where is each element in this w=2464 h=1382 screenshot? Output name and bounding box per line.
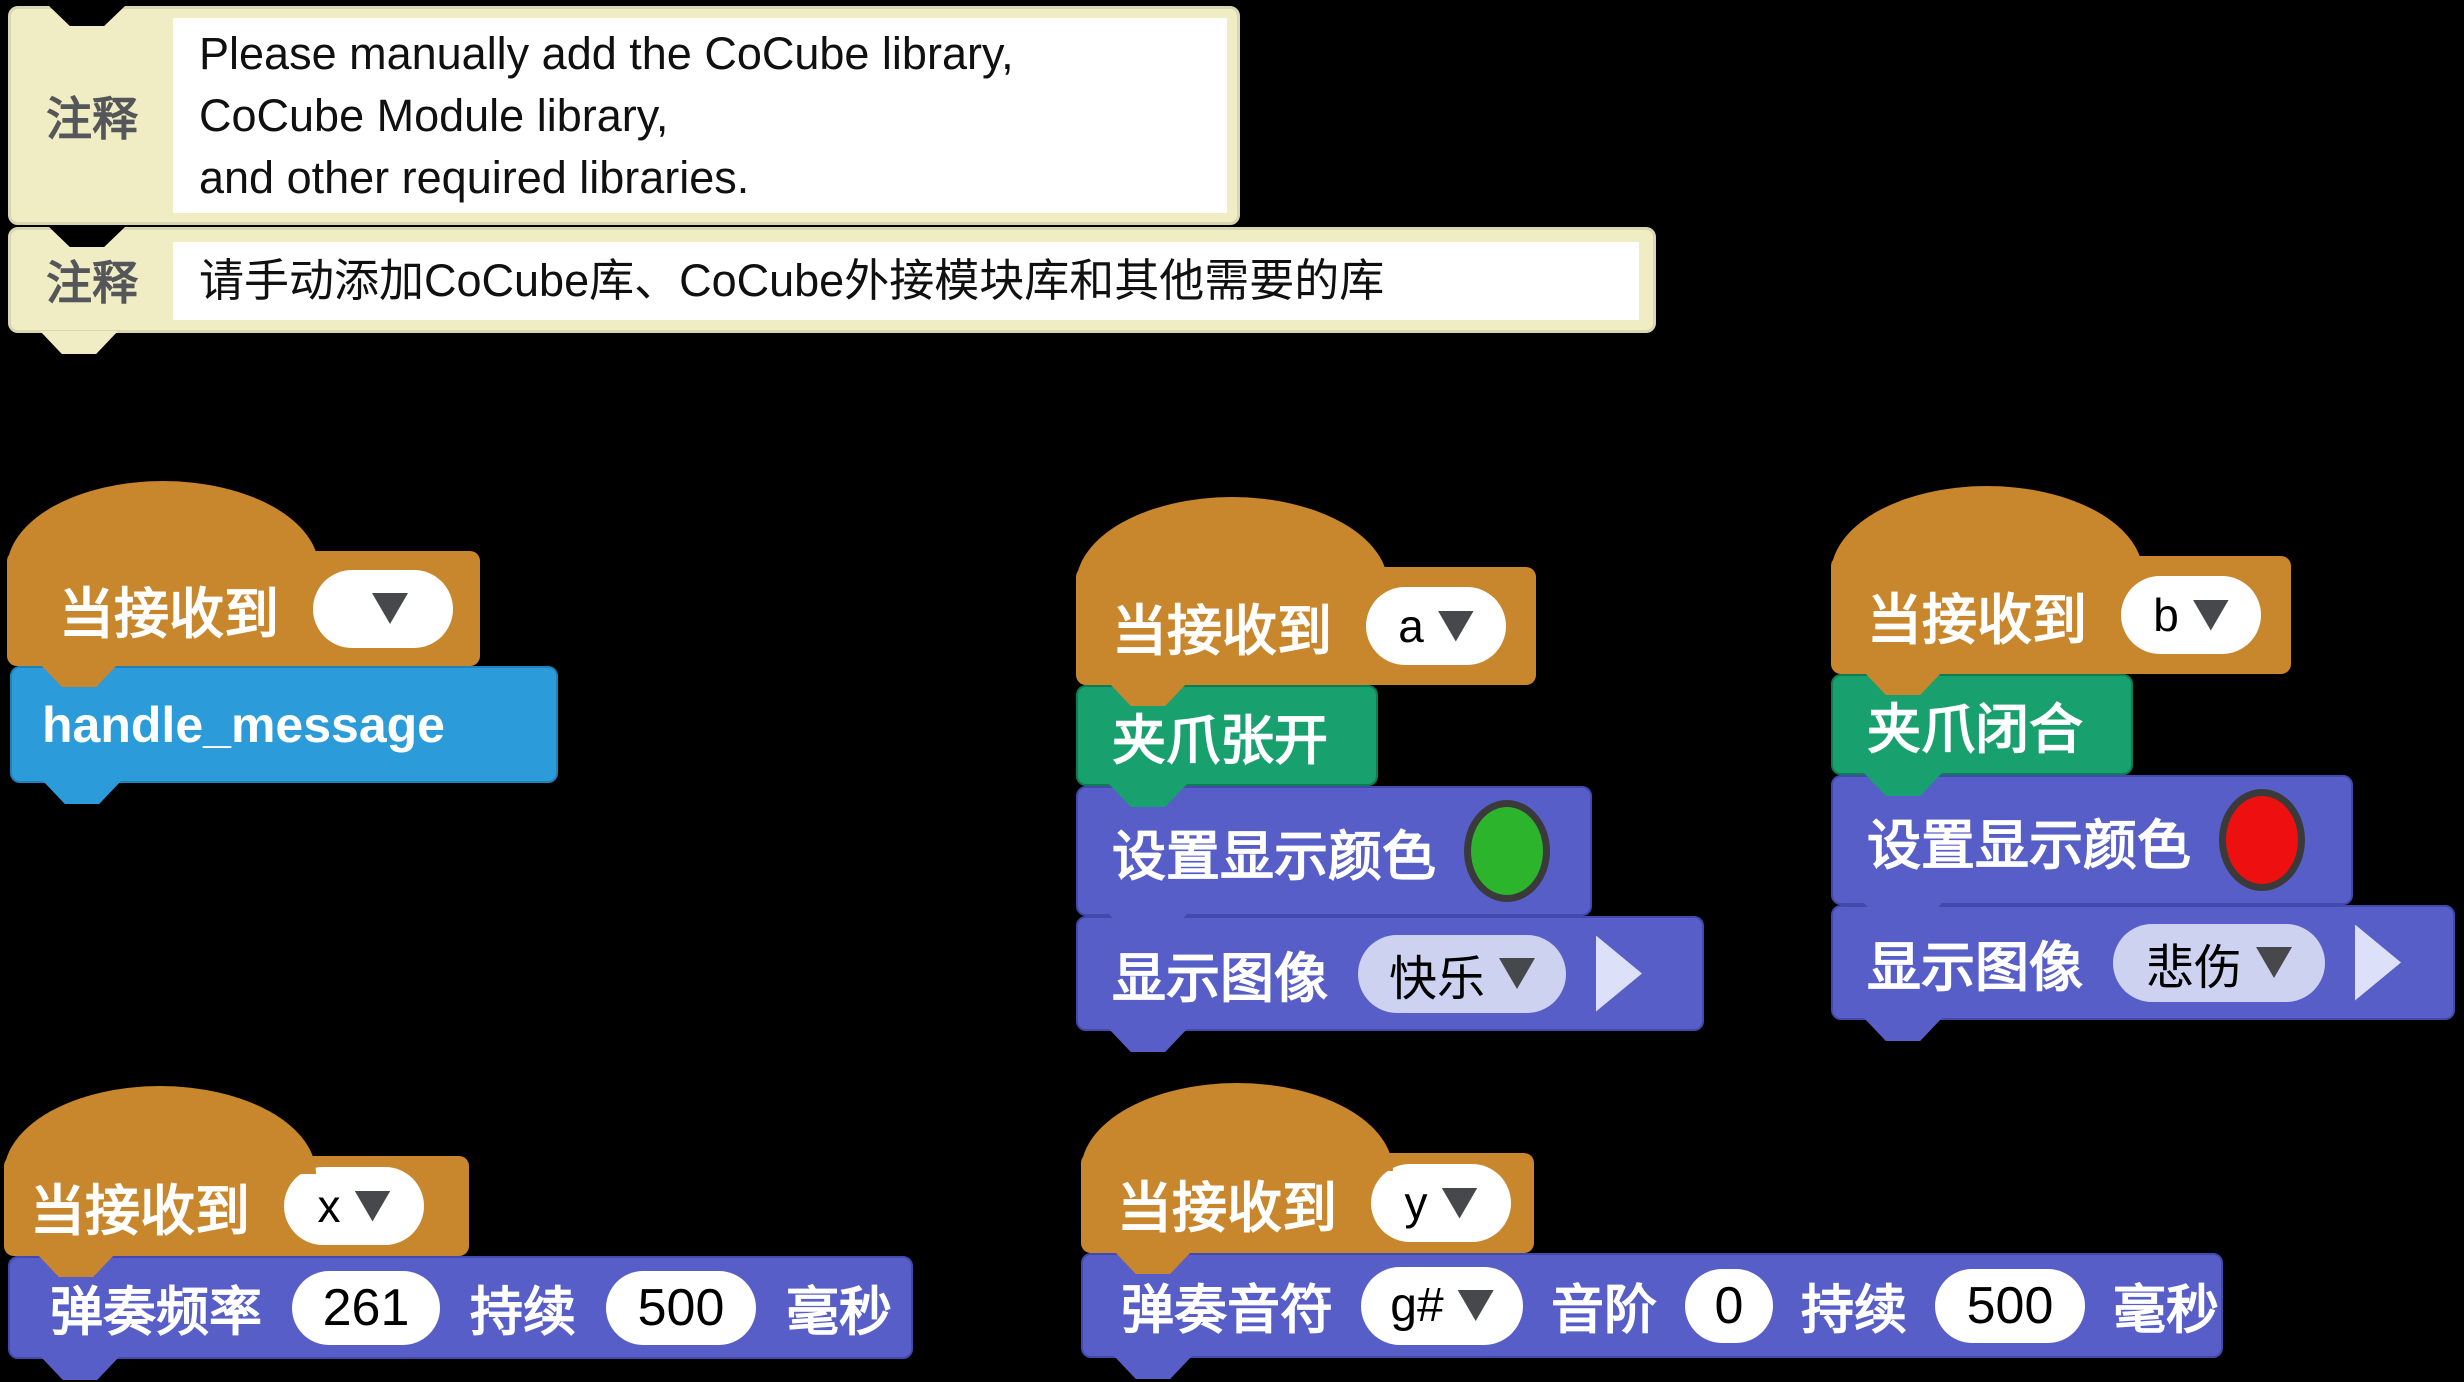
note-dropdown[interactable]: g# — [1361, 1266, 1523, 1345]
block-label: 显示图像 — [1112, 949, 1328, 1009]
expand-arrow-icon[interactable] — [1596, 935, 1642, 1012]
dropdown-arrow-icon — [2192, 599, 2229, 631]
connector-tab — [41, 1357, 119, 1380]
connector-tab — [40, 664, 118, 687]
hat-label: 当接收到 — [59, 582, 280, 645]
comment-label: 注释 — [46, 92, 138, 145]
play-frequency-block[interactable]: 弹奏频率 261 持续 500 毫秒 — [8, 1256, 913, 1359]
block-label: 毫秒 — [2113, 1280, 2219, 1340]
comment-block-english[interactable]: 注释 Please manually add the CoCube librar… — [8, 6, 1240, 225]
block-label: 弹奏频率 — [50, 1282, 262, 1342]
connector-tab — [1109, 683, 1187, 706]
block-label: 显示图像 — [1867, 938, 2083, 998]
dropdown-arrow-icon — [372, 593, 409, 624]
gripper-close-block[interactable]: 夹爪闭合 — [1831, 674, 2133, 775]
hat-block-when-received[interactable]: 当接收到 b — [1831, 556, 2291, 674]
block-label: 夹爪闭合 — [1867, 700, 2083, 760]
dropdown-arrow-icon — [1441, 1187, 1478, 1219]
image-dropdown[interactable]: 快乐 — [1358, 934, 1566, 1013]
dropdown-value: 快乐 — [1388, 952, 1485, 1006]
message-dropdown[interactable]: a — [1366, 587, 1507, 665]
dropdown-arrow-icon — [1437, 610, 1474, 642]
input-value: 261 — [322, 1278, 410, 1337]
hat-block-when-received[interactable]: 当接收到 — [7, 551, 480, 666]
comment-text-area[interactable]: 请手动添加CoCube库、CoCube外接模块库和其他需要的库 — [173, 242, 1639, 320]
dropdown-value: 悲伤 — [2145, 941, 2242, 995]
comment-line: CoCube Module library, — [199, 89, 669, 141]
connector-tab — [1864, 773, 1942, 796]
block-label: 夹爪张开 — [1112, 711, 1328, 771]
message-dropdown[interactable]: b — [2121, 576, 2262, 654]
show-image-block[interactable]: 显示图像 悲伤 — [1831, 905, 2455, 1020]
notch-cutout — [48, 5, 126, 26]
hat-dome — [1831, 486, 2143, 574]
connector-tab — [1114, 1251, 1192, 1274]
comment-line: and other required libraries. — [199, 151, 750, 203]
duration-input[interactable]: 500 — [1935, 1268, 2085, 1343]
comment-block-chinese[interactable]: 注释 请手动添加CoCube库、CoCube外接模块库和其他需要的库 — [8, 227, 1656, 333]
block-label: 设置显示颜色 — [1112, 826, 1436, 887]
hat-dome — [4, 1086, 316, 1174]
hat-block-when-received[interactable]: 当接收到 a — [1076, 567, 1536, 685]
block-label: 弹奏音符 — [1121, 1280, 1333, 1340]
dropdown-arrow-icon — [1457, 1290, 1494, 1321]
message-dropdown[interactable] — [313, 569, 454, 648]
input-value: 0 — [1714, 1276, 1744, 1335]
hat-label: 当接收到 — [30, 1180, 251, 1242]
duration-input[interactable]: 500 — [606, 1270, 756, 1345]
block-label: 持续 — [1801, 1280, 1907, 1340]
dropdown-value: b — [2153, 589, 2179, 641]
connector-tab — [1864, 672, 1942, 695]
hat-dome — [1081, 1083, 1393, 1171]
color-swatch-green[interactable] — [1464, 800, 1550, 902]
set-display-color-block[interactable]: 设置显示颜色 — [1831, 775, 2353, 905]
connector-tab — [1864, 1018, 1942, 1041]
set-display-color-block[interactable]: 设置显示颜色 — [1076, 786, 1592, 916]
comment-line: Please manually add the CoCube library, — [199, 27, 1014, 79]
color-swatch-red[interactable] — [2219, 789, 2305, 891]
show-image-block[interactable]: 显示图像 快乐 — [1076, 916, 1704, 1031]
dropdown-value: x — [317, 1180, 341, 1232]
message-dropdown[interactable]: y — [1371, 1164, 1512, 1242]
connector-tab — [1109, 784, 1187, 807]
image-dropdown[interactable]: 悲伤 — [2113, 923, 2325, 1002]
connector-tab — [1864, 903, 1942, 926]
dropdown-value: a — [1398, 600, 1424, 652]
dropdown-value: y — [1404, 1177, 1428, 1229]
gripper-open-block[interactable]: 夹爪张开 — [1076, 685, 1378, 786]
hat-label: 当接收到 — [1117, 1177, 1338, 1239]
block-label: 毫秒 — [786, 1282, 892, 1342]
hat-label: 当接收到 — [1112, 600, 1333, 662]
input-value: 500 — [1966, 1276, 2054, 1335]
block-label: handle_message — [42, 696, 445, 753]
octave-input[interactable]: 0 — [1685, 1268, 1773, 1343]
play-note-block[interactable]: 弹奏音符 g# 音阶 0 持续 500 毫秒 — [1081, 1253, 2223, 1358]
frequency-input[interactable]: 261 — [292, 1270, 440, 1345]
dropdown-arrow-icon — [354, 1190, 391, 1222]
block-label: 设置显示颜色 — [1867, 815, 2191, 876]
dropdown-arrow-icon — [2256, 947, 2292, 978]
connector-tab — [37, 1254, 115, 1277]
input-value: 500 — [637, 1278, 725, 1337]
connector-tab — [1114, 1356, 1192, 1379]
connector-tab — [43, 781, 121, 804]
comment-line: 请手动添加CoCube库、CoCube外接模块库和其他需要的库 — [199, 255, 1385, 306]
comment-text-area[interactable]: Please manually add the CoCube library, … — [173, 18, 1227, 213]
comment-label: 注释 — [46, 257, 138, 309]
dropdown-value: g# — [1390, 1279, 1444, 1332]
custom-block-handle-message[interactable]: handle_message — [10, 666, 558, 783]
expand-arrow-icon[interactable] — [2355, 924, 2401, 1001]
block-label: 音阶 — [1551, 1280, 1657, 1340]
hat-label: 当接收到 — [1867, 589, 2088, 651]
connector-tab — [1109, 1029, 1187, 1052]
block-label: 持续 — [470, 1282, 576, 1342]
dropdown-arrow-icon — [1499, 958, 1535, 989]
notch-cutout — [48, 226, 126, 247]
message-dropdown[interactable]: x — [284, 1167, 425, 1245]
hat-dome — [1076, 497, 1388, 585]
hat-dome — [7, 481, 319, 569]
connector-tab — [1109, 914, 1187, 937]
connector-tab — [40, 331, 118, 354]
